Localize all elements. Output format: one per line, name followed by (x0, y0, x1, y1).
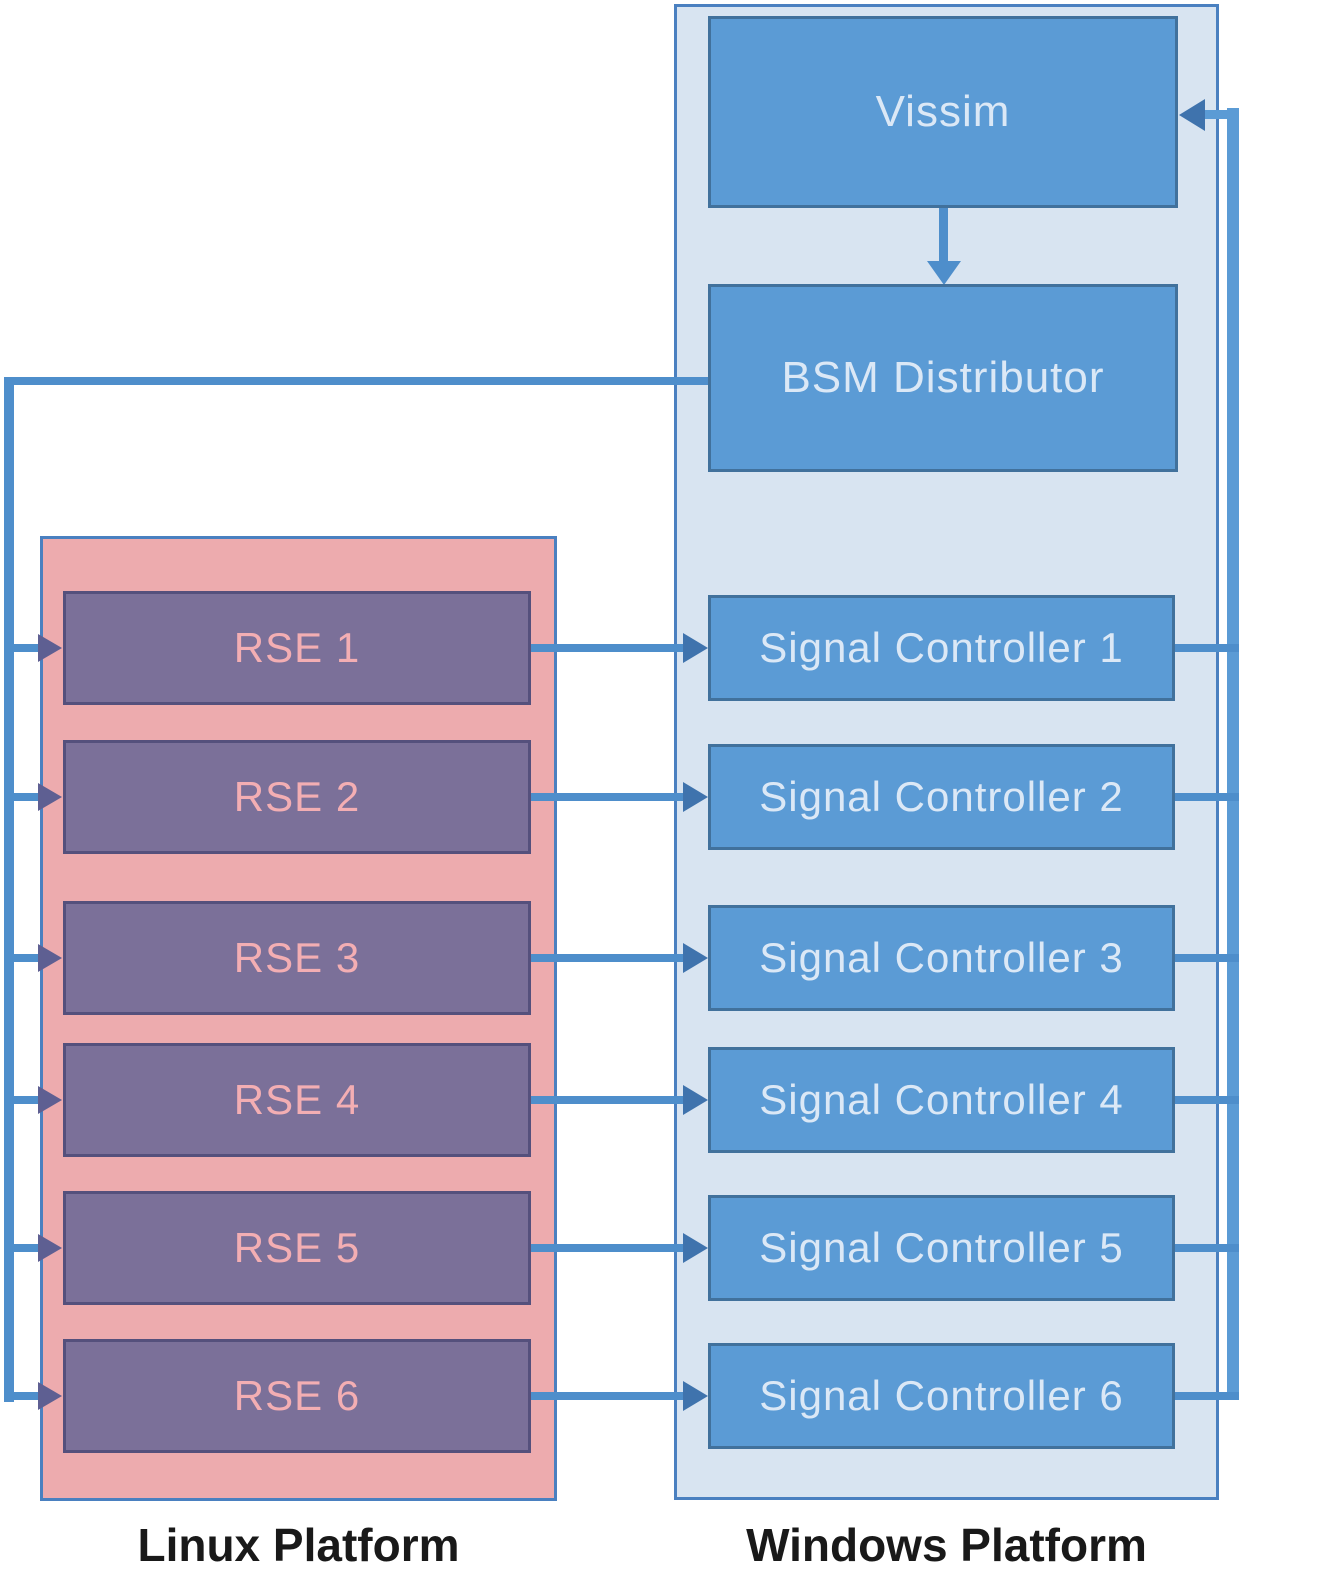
rse-to-signal-controller-connector (529, 1392, 685, 1400)
arrow-right-icon (683, 633, 708, 663)
bsm-to-rse-connector (6, 954, 40, 962)
arrow-right-icon (683, 943, 708, 973)
rse-node: RSE 3 (63, 901, 531, 1015)
signal-controller-to-feedback-connector (1173, 644, 1239, 652)
bsm-distributor-node: BSM Distributor (708, 284, 1178, 472)
bsm-to-rse-connector (6, 644, 40, 652)
rse-node: RSE 2 (63, 740, 531, 854)
bsm-to-rse-connector (6, 1392, 40, 1400)
arrow-right-icon (38, 634, 62, 662)
signal-controller-node: Signal Controller 1 (708, 595, 1175, 701)
rse-node: RSE 6 (63, 1339, 531, 1453)
arrow-right-icon (683, 1085, 708, 1115)
feedback-trunk-line (1227, 108, 1239, 1400)
rse-label: RSE 1 (233, 624, 361, 671)
signal-controller-label: Signal Controller 1 (759, 624, 1124, 671)
signal-controller-to-feedback-connector (1173, 793, 1239, 801)
rse-node: RSE 1 (63, 591, 531, 705)
windows-platform-caption: Windows Platform (746, 1519, 1147, 1571)
arrow-right-icon (38, 1086, 62, 1114)
rse-to-signal-controller-connector (529, 1244, 685, 1252)
rse-node: RSE 5 (63, 1191, 531, 1305)
rse-label: RSE 6 (233, 1372, 361, 1419)
rse-node: RSE 4 (63, 1043, 531, 1157)
rse-label: RSE 3 (233, 934, 361, 981)
signal-controller-to-feedback-connector (1173, 954, 1239, 962)
rse-label: RSE 2 (233, 773, 361, 820)
bsm-distributor-label: BSM Distributor (781, 353, 1105, 402)
signal-controller-label: Signal Controller 5 (759, 1224, 1124, 1271)
rse-label: RSE 5 (233, 1224, 361, 1271)
arrow-right-icon (683, 782, 708, 812)
rse-label: RSE 4 (233, 1076, 361, 1123)
arrow-right-icon (683, 1233, 708, 1263)
rse-to-signal-controller-connector (529, 644, 685, 652)
arrow-down-icon (927, 261, 961, 285)
signal-controller-to-feedback-connector (1173, 1096, 1239, 1104)
signal-controller-node: Signal Controller 4 (708, 1047, 1175, 1153)
bsm-broadcast-horizontal-line (4, 377, 709, 385)
linux-platform-caption: Linux Platform (137, 1519, 460, 1571)
arrow-right-icon (38, 944, 62, 972)
arrow-right-icon (38, 1382, 62, 1410)
arrow-left-icon (1179, 99, 1205, 131)
signal-controller-label: Signal Controller 2 (759, 773, 1124, 820)
rse-to-signal-controller-connector (529, 793, 685, 801)
signal-controller-label: Signal Controller 6 (759, 1372, 1124, 1419)
bsm-to-rse-connector (6, 793, 40, 801)
vissim-node: Vissim (708, 16, 1178, 208)
signal-controller-node: Signal Controller 5 (708, 1195, 1175, 1301)
signal-controller-to-feedback-connector (1173, 1392, 1239, 1400)
vissim-to-bsm-connector (939, 207, 948, 263)
feedback-to-vissim-line (1202, 110, 1239, 119)
rse-to-signal-controller-connector (529, 954, 685, 962)
signal-controller-to-feedback-connector (1173, 1244, 1239, 1252)
bsm-to-rse-connector (6, 1244, 40, 1252)
bsm-to-rse-connector (6, 1096, 40, 1104)
signal-controller-label: Signal Controller 3 (759, 934, 1124, 981)
vissim-label: Vissim (875, 87, 1011, 136)
bsm-broadcast-trunk-line (4, 377, 14, 1402)
rse-to-signal-controller-connector (529, 1096, 685, 1104)
arrow-right-icon (683, 1381, 708, 1411)
signal-controller-node: Signal Controller 2 (708, 744, 1175, 850)
arrow-right-icon (38, 1234, 62, 1262)
signal-controller-node: Signal Controller 6 (708, 1343, 1175, 1449)
arrow-right-icon (38, 783, 62, 811)
signal-controller-label: Signal Controller 4 (759, 1076, 1124, 1123)
signal-controller-node: Signal Controller 3 (708, 905, 1175, 1011)
